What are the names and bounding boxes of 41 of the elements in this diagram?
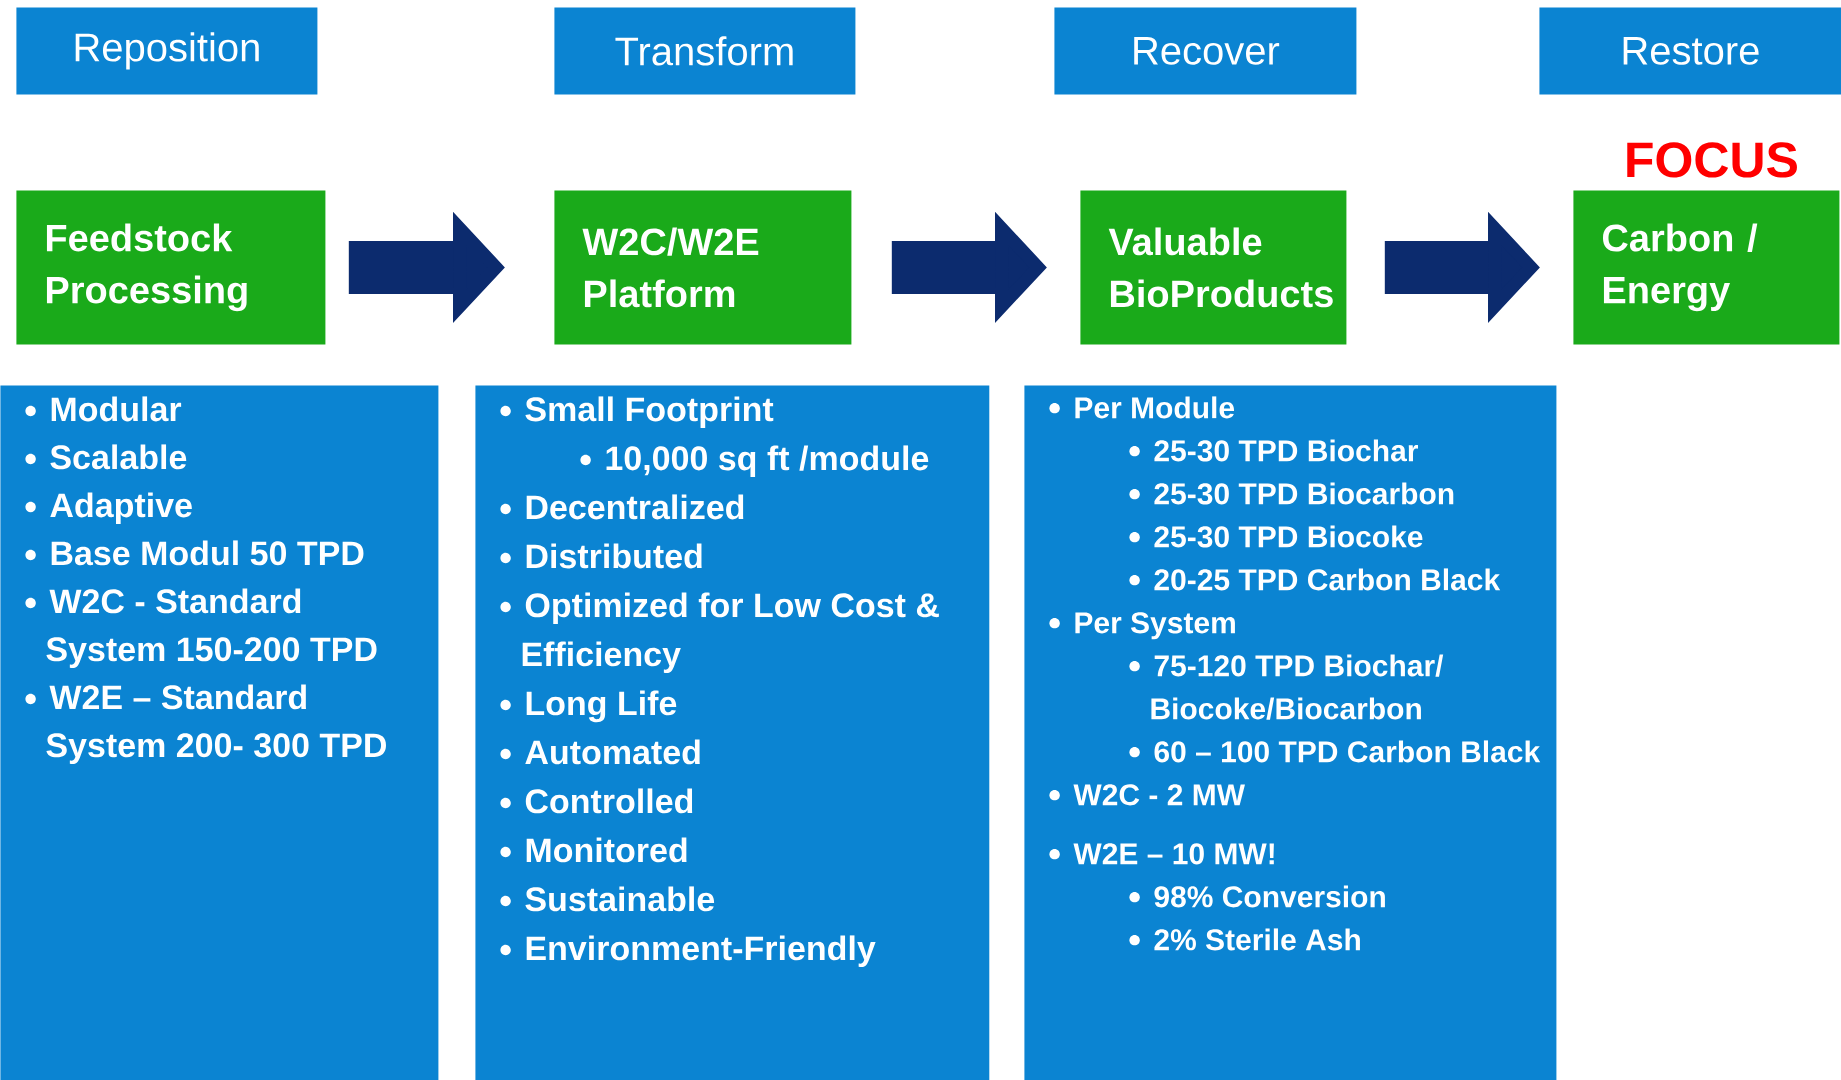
content-panel (0, 385, 439, 1080)
bullet-item: Monitored (500, 837, 687, 863)
stage-header: Restore (1539, 7, 1841, 95)
bullet-item: W2C - Standard System 150-200 TPD (25, 588, 377, 669)
bullet-item: 98% Conversion (1129, 885, 1385, 908)
bullet-item: W2E – 10 MW! (1049, 843, 1274, 865)
content-panel (1024, 385, 1557, 1080)
bullet-item: 2% Sterile Ash (1129, 928, 1360, 951)
bullet-item: Per Module (1049, 396, 1235, 419)
bullet-item: W2C - 2 MW (1049, 784, 1245, 806)
process-box: Valuable BioProducts (1080, 190, 1347, 345)
bullet-item: Adaptive (25, 492, 192, 525)
bullet-item: 25-30 TPD Biocarbon (1129, 482, 1454, 505)
bullet-item: Base Modul 50 TPD (25, 540, 364, 566)
bullet-item: Environment-Friendly (500, 935, 876, 968)
bullet-item: Small Footprint (500, 396, 774, 429)
bullet-item: W2E – Standard System 200- 300 TPD (25, 684, 386, 765)
bullet-item: 20-25 TPD Carbon Black (1129, 568, 1501, 591)
bullet-item: 25-30 TPD Biocoke (1129, 525, 1423, 548)
stage-header: Recover (1054, 7, 1357, 95)
bullet-item: 25-30 TPD Biochar (1129, 439, 1418, 462)
bullet-item: Sustainable (500, 886, 715, 912)
content-panel (475, 385, 990, 1080)
bullet-item: 60 – 100 TPD Carbon Black (1129, 740, 1541, 763)
process-box: Feedstock Processing (16, 190, 326, 345)
focus-label: FOCUS (1627, 142, 1797, 178)
bullet-item: Automated (500, 739, 700, 765)
process-box: Carbon / Energy (1573, 190, 1840, 345)
bullet-item: Scalable (25, 444, 187, 470)
stage-header: Reposition (16, 7, 318, 95)
bullet-item: Decentralized (500, 494, 744, 520)
bullet-item: Per System (1049, 612, 1235, 640)
stage-header: Transform (554, 7, 856, 95)
bullet-item: Optimized for Low Cost & Efficiency (500, 592, 939, 674)
process-box: W2C/W2E Platform (554, 190, 852, 345)
bullet-item: 75-120 TPD Biochar/ Biocoke/Biocarbon (1129, 654, 1444, 720)
bullet-item: Long Life (500, 690, 677, 723)
bullet-item: Controlled (500, 788, 693, 814)
bullet-item: 10,000 sq ft /module (580, 445, 929, 478)
bullet-item: Distributed (500, 543, 702, 569)
bullet-item: Modular (25, 396, 182, 422)
